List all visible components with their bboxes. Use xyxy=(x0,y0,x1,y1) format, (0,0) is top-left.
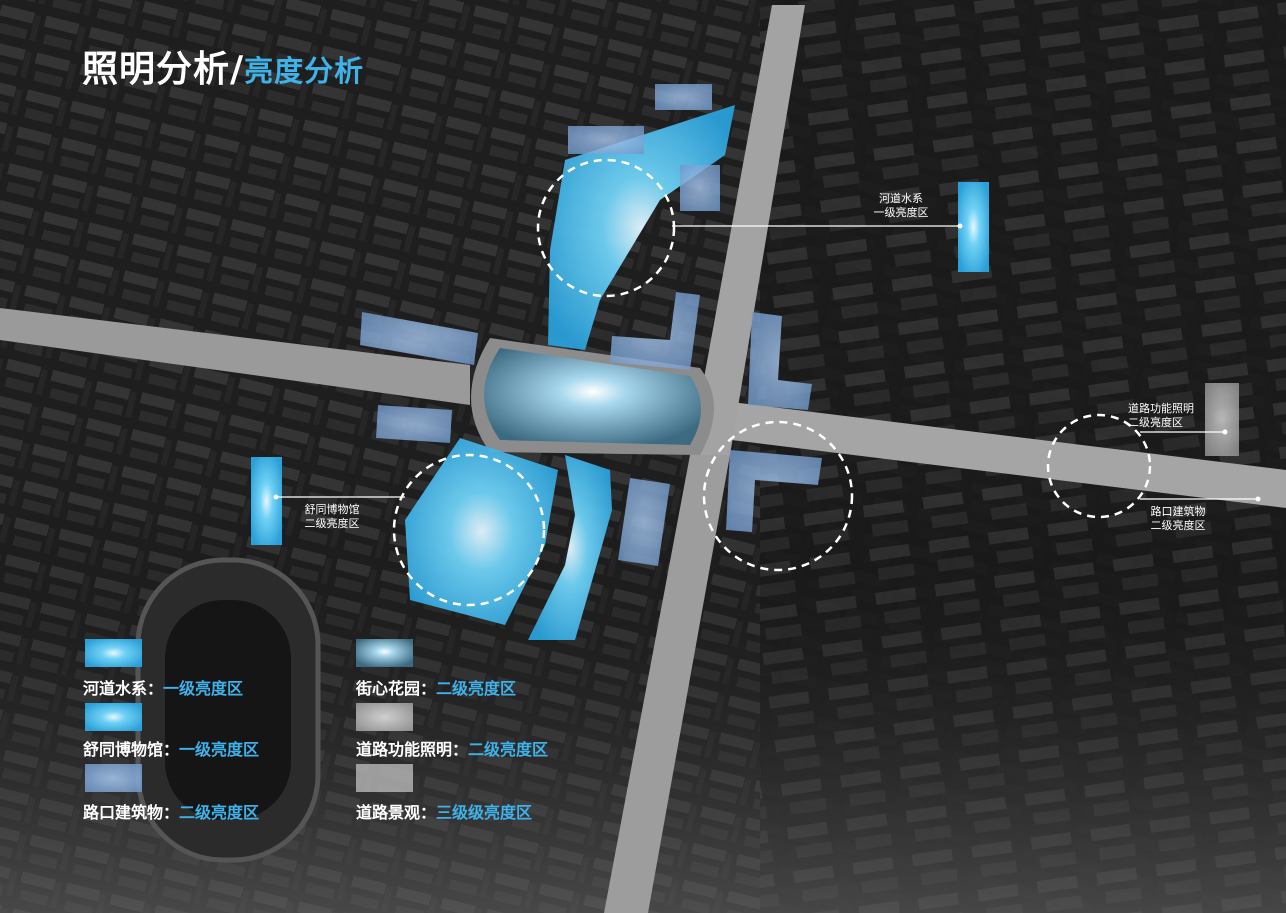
callout-river: 河道水系 一级亮度区 xyxy=(873,192,929,219)
legend-swatch-garden xyxy=(356,639,413,667)
road-vertical-south xyxy=(604,455,730,913)
legend-item-museum: 舒同博物馆：一级亮度区 xyxy=(83,740,260,759)
focus-circle-museum xyxy=(392,453,546,607)
legend-item-river: 河道水系：一级亮度区 xyxy=(83,679,244,698)
focus-circle-river xyxy=(536,158,676,298)
title-sub: 亮度分析 xyxy=(244,54,365,88)
legend-swatch-corner xyxy=(85,764,142,792)
river-south xyxy=(528,455,612,640)
callout-swatch-road xyxy=(1205,383,1239,456)
focus-circle-intersection xyxy=(702,420,854,572)
callout-road: 道路功能照明 二级亮度区 xyxy=(1128,402,1194,429)
legend-item-road: 道路功能照明：二级亮度区 xyxy=(356,740,549,759)
focus-circle-road xyxy=(1046,413,1152,519)
legend-swatch-museum xyxy=(85,703,142,731)
legend-item-roadscape: 道路景观：三级级亮度区 xyxy=(356,803,533,822)
title-main: 照明分析/ xyxy=(82,49,245,90)
museum-area xyxy=(405,438,558,625)
road-horizontal-east xyxy=(715,400,1286,508)
callout-museum: 舒同博物馆 二级亮度区 xyxy=(304,503,360,530)
legend-swatch-road xyxy=(356,703,413,731)
callout-swatch-museum xyxy=(251,457,282,545)
corner-buildings xyxy=(360,84,822,566)
legend-item-garden: 街心花园：二级亮度区 xyxy=(356,679,517,698)
callout-corner: 路口建筑物 二级亮度区 xyxy=(1150,505,1206,532)
road-vertical xyxy=(690,5,805,455)
callout-swatch-river xyxy=(958,182,989,272)
road-horizontal-west xyxy=(0,308,470,405)
central-plaza xyxy=(484,348,701,445)
legend-item-corner: 路口建筑物：二级亮度区 xyxy=(83,803,260,822)
page-title: 照明分析/亮度分析 xyxy=(82,40,364,92)
legend-swatch-roadscape xyxy=(356,764,413,792)
legend-swatch-river xyxy=(85,639,142,667)
